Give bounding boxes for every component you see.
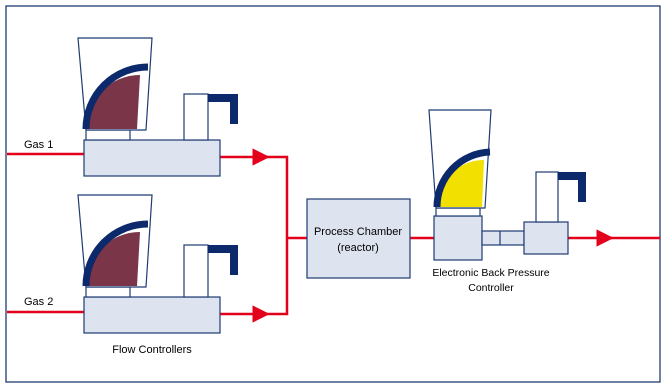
gauge-arc (82, 220, 149, 287)
diagram-border (5, 5, 661, 383)
flow-controller-2 (77, 194, 238, 334)
valve-stem (183, 244, 209, 298)
gauge-arc (82, 63, 149, 130)
valve-actuator-icon (208, 94, 238, 124)
valve-actuator-icon (208, 245, 238, 275)
valve-stem (183, 93, 209, 141)
gauge-arc (433, 148, 491, 208)
process-chamber-sublabel: (reactor) (337, 242, 379, 254)
bpc-connector (481, 230, 525, 246)
bpc-body (433, 215, 483, 261)
controller-body (83, 139, 221, 177)
valve-actuator-icon (558, 172, 586, 202)
gauge-neck (85, 129, 131, 141)
pipes (7, 148, 660, 323)
manifold-pipe (268, 155, 289, 316)
process-chamber-label: Process Chamber (314, 226, 402, 238)
back-pressure-controller (428, 109, 586, 261)
bpc-valve-body (523, 221, 569, 255)
gauge-fill (437, 160, 484, 207)
gauge-neck (435, 207, 481, 217)
controller-body (83, 296, 221, 334)
gas1-label: Gas 1 (24, 139, 53, 151)
gauge-fill (86, 75, 140, 129)
flow-controller-1 (77, 37, 238, 177)
valve-stem (535, 171, 559, 223)
bpc-label: Electronic Back Pressure (432, 267, 549, 279)
flow-controllers-label: Flow Controllers (112, 344, 192, 356)
bpc-sublabel: Controller (468, 282, 514, 294)
gauge-fill (86, 232, 140, 286)
gauge-neck (85, 286, 131, 298)
process-chamber (306, 198, 411, 279)
gas2-label: Gas 2 (24, 296, 53, 308)
